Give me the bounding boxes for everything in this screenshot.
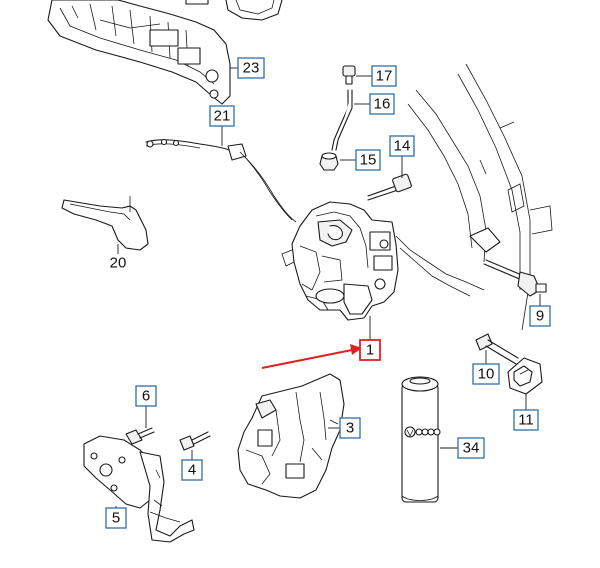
callout-6-text: 6 bbox=[142, 388, 150, 405]
callout-21[interactable]: 21 bbox=[209, 105, 235, 127]
callout-9[interactable]: 9 bbox=[529, 305, 551, 327]
callout-1[interactable]: 1 bbox=[359, 339, 381, 361]
door-lock bbox=[281, 201, 399, 321]
callout-10-text: 10 bbox=[478, 366, 495, 383]
handle-trim-part bbox=[61, 196, 149, 251]
small-fasteners bbox=[319, 65, 356, 171]
bolt-9 bbox=[483, 259, 547, 297]
bowden-cable bbox=[145, 138, 297, 223]
callout-3[interactable]: 3 bbox=[339, 417, 361, 439]
door-frame bbox=[395, 63, 553, 331]
callout-17[interactable]: 17 bbox=[371, 65, 397, 87]
label-20[interactable]: 20 bbox=[110, 255, 127, 272]
bolt-6 bbox=[125, 427, 155, 445]
callout-11-text: 11 bbox=[518, 412, 534, 429]
callout-5-text: 5 bbox=[112, 510, 120, 527]
callout-23[interactable]: 23 bbox=[237, 57, 265, 79]
callout-34-text: 34 bbox=[463, 440, 480, 457]
screw-14 bbox=[367, 173, 412, 201]
callout-23-text: 23 bbox=[243, 60, 260, 77]
callout-14-text: 14 bbox=[394, 138, 411, 155]
callout-11[interactable]: 11 bbox=[513, 409, 539, 431]
callout-16[interactable]: 16 bbox=[369, 93, 395, 115]
callout-1-text: 1 bbox=[366, 342, 374, 359]
callout-4[interactable]: 4 bbox=[181, 459, 203, 481]
spray-can bbox=[401, 376, 441, 503]
callout-14[interactable]: 14 bbox=[389, 135, 415, 157]
screw-4 bbox=[179, 431, 211, 451]
callout-15-text: 15 bbox=[360, 152, 377, 169]
callout-16-text: 16 bbox=[374, 96, 391, 113]
striker-plate bbox=[507, 357, 543, 395]
callout-9-text: 9 bbox=[536, 308, 544, 325]
callout-4-text: 4 bbox=[188, 462, 196, 479]
callout-6[interactable]: 6 bbox=[135, 385, 157, 407]
hinge-bracket bbox=[83, 435, 195, 543]
callout-21-text: 21 bbox=[214, 108, 231, 125]
lock-housing bbox=[237, 373, 345, 499]
striker-bolt bbox=[475, 333, 519, 365]
callout-15[interactable]: 15 bbox=[355, 149, 381, 171]
callout-3-text: 3 bbox=[346, 420, 354, 437]
callout-17-text: 17 bbox=[376, 68, 393, 85]
callout-5[interactable]: 5 bbox=[105, 507, 127, 529]
highlight-arrow bbox=[261, 344, 362, 369]
door-handle-carrier bbox=[47, 0, 283, 105]
callout-10[interactable]: 10 bbox=[472, 363, 500, 385]
callout-34[interactable]: 34 bbox=[457, 437, 485, 459]
